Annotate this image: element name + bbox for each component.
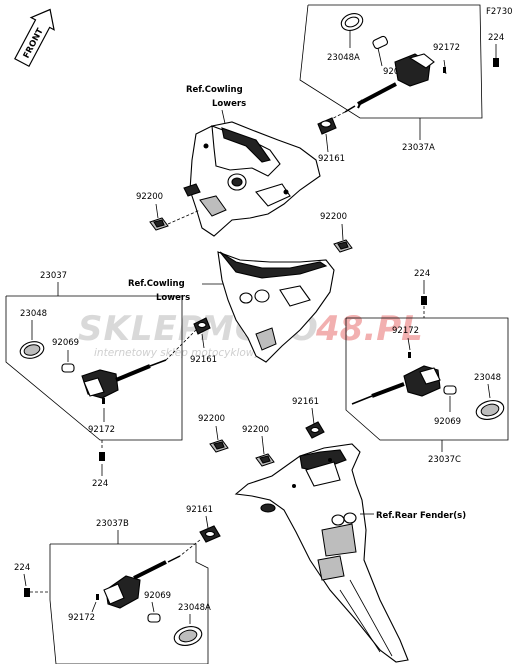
label-23037b: 23037B bbox=[96, 519, 129, 529]
label-224-left: 224 bbox=[92, 479, 108, 489]
label-23048a-bottom: 23048A bbox=[178, 603, 211, 613]
front-left-signal-group: 23037 23048 92069 92172 224 bbox=[5, 271, 197, 489]
ref-cowling-lower-line1: Ref.Cowling bbox=[128, 279, 185, 289]
signal-body-front-left bbox=[81, 359, 167, 399]
bolt-224-left bbox=[99, 452, 105, 461]
bulb-92069-left bbox=[61, 363, 75, 373]
screw-92172-top bbox=[443, 67, 446, 73]
rear-fender-panel: Ref.Rear Fender(s) bbox=[234, 443, 466, 663]
bulb-92069-bottom bbox=[147, 613, 161, 623]
signal-body-rear-right bbox=[351, 365, 441, 405]
bolt-224-top bbox=[493, 58, 499, 67]
clip-92200-fender-left bbox=[209, 439, 229, 453]
figure-code: F2730 bbox=[486, 7, 513, 17]
label-92200-fender-left: 92200 bbox=[198, 414, 225, 424]
label-23048a-top: 23048A bbox=[327, 53, 360, 63]
signal-body-front-right bbox=[344, 53, 435, 113]
ref-rear-fender: Ref.Rear Fender(s) bbox=[376, 511, 466, 521]
grommet-92161-top bbox=[317, 117, 337, 135]
label-92069-bottom: 92069 bbox=[144, 591, 171, 601]
label-92200-right: 92200 bbox=[320, 212, 347, 222]
front-right-signal-group: 23037A 23048A 92069 92172 224 bbox=[299, 4, 504, 153]
label-92200-fender-right: 92200 bbox=[242, 425, 269, 435]
ref-cowling-upper-line1: Ref.Cowling bbox=[186, 85, 243, 95]
ref-cowling-lower-line2: Lowers bbox=[156, 293, 190, 303]
screw-92172-bottom bbox=[96, 594, 99, 600]
rear-right-signal-group: 224 23037C 92172 92069 23048 bbox=[345, 269, 509, 465]
label-92200-left: 92200 bbox=[136, 192, 163, 202]
front-arrow-icon: FRONT bbox=[14, 8, 55, 68]
bolt-224-right bbox=[421, 296, 427, 305]
label-92069-left: 92069 bbox=[52, 338, 79, 348]
clip-92200-left bbox=[149, 217, 169, 231]
label-23037a: 23037A bbox=[402, 143, 435, 153]
label-23048-right: 23048 bbox=[474, 373, 501, 383]
label-224-bottom: 224 bbox=[14, 563, 30, 573]
label-224-top: 224 bbox=[488, 33, 504, 43]
screw-92172-left bbox=[102, 398, 105, 404]
grommet-92161-bottom bbox=[199, 525, 221, 543]
label-92172-left: 92172 bbox=[88, 425, 115, 435]
screw-92172-right bbox=[408, 352, 411, 358]
label-92172-right: 92172 bbox=[392, 326, 419, 336]
label-92161-mid: 92161 bbox=[190, 355, 217, 365]
label-23048: 23048 bbox=[20, 309, 47, 319]
bulb-92069-top bbox=[372, 35, 389, 50]
bulb-92069-right bbox=[443, 385, 457, 395]
clip-92200-right bbox=[333, 239, 353, 253]
grommet-92161-mid bbox=[193, 317, 211, 335]
ref-cowling-upper-line2: Lowers bbox=[212, 99, 246, 109]
label-224-right: 224 bbox=[414, 269, 430, 279]
label-92161-bottom: 92161 bbox=[186, 505, 213, 515]
watermark-brand-c: 48.PL bbox=[315, 309, 423, 349]
cowling-lower-upper-panel: Ref.Cowling Lowers bbox=[183, 85, 321, 237]
label-92172-top: 92172 bbox=[433, 43, 460, 53]
cowling-lower-lower-panel: Ref.Cowling Lowers bbox=[128, 251, 335, 363]
watermark-tagline: internetowy sklep motocyklowy bbox=[94, 347, 261, 359]
label-92161-top: 92161 bbox=[318, 154, 345, 164]
grommet-92161-right bbox=[305, 421, 325, 439]
bolt-224-bottom bbox=[24, 588, 30, 597]
label-23037: 23037 bbox=[40, 271, 67, 281]
label-23037c: 23037C bbox=[428, 455, 461, 465]
label-92069-right: 92069 bbox=[434, 417, 461, 427]
rear-left-signal-group: 23037B 92172 92069 23048A bbox=[49, 519, 211, 664]
watermark-brand-a: SKLEP bbox=[78, 309, 204, 349]
signal-body-rear-left bbox=[103, 555, 181, 609]
label-92172-bottom: 92172 bbox=[68, 613, 95, 623]
clip-92200-fender-right bbox=[255, 453, 275, 467]
label-92161-right: 92161 bbox=[292, 397, 319, 407]
